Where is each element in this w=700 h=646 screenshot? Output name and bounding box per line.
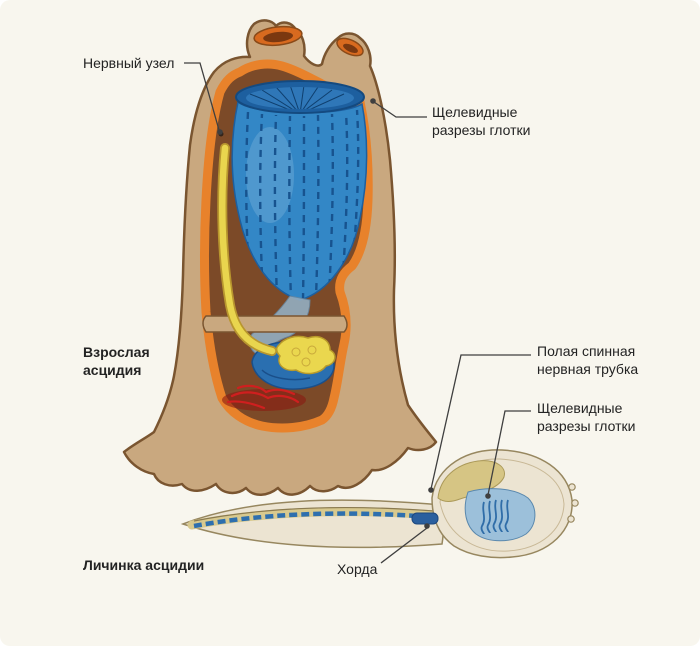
pharynx-highlight (246, 127, 294, 223)
gonad-texture (291, 345, 317, 367)
larva-gill-slits (480, 499, 509, 535)
label-nerve-ganglion: Нервный узел (83, 54, 174, 72)
label-ascidian-larva: Личинка асцидии (83, 556, 204, 574)
stomach-fold-line (261, 369, 311, 381)
label-dorsal-nerve-tube: Полая спинная нервная трубка (537, 342, 638, 378)
leader-dots (217, 98, 491, 529)
blood-pool (222, 389, 306, 411)
leader-lines (184, 62, 531, 564)
label-adult-ascidian: Взрослая асцидия (83, 343, 150, 379)
label-notochord: Хорда (337, 560, 377, 578)
label-larva-name-text: Личинка асцидии (83, 557, 205, 573)
trunk-papillae (567, 483, 579, 523)
label-nerve-tube-line2: нервная трубка (537, 361, 639, 377)
label-adult-slits-line1: Щелевидные (432, 104, 518, 120)
dot-nerve-ganglion (217, 129, 223, 135)
adult-ascidian-drawing (122, 19, 438, 496)
leader-adult-slits (373, 101, 427, 118)
label-nerve-ganglion-text: Нервный узел (83, 55, 175, 71)
leader-notochord (380, 527, 428, 564)
leader-nerve-ganglion (184, 62, 220, 131)
notochord (193, 511, 433, 529)
larva-drawing (180, 449, 579, 559)
larva-nerve-cord (193, 506, 435, 522)
label-larva-slits-line2: разрезы глотки (537, 418, 636, 434)
sensory-vesicle (437, 460, 505, 502)
label-adult-pharyngeal-slits: Щелевидные разрезы глотки (432, 103, 530, 139)
body-wall-shelf (202, 315, 348, 333)
incurrent-siphon-opening (253, 25, 303, 47)
label-adult-slits-line2: разрезы глотки (432, 122, 531, 138)
dot-adult-slits (370, 98, 376, 104)
gonad (275, 335, 336, 375)
pharynx-rim-fan-lines (249, 87, 345, 109)
label-notochord-text: Хорда (337, 561, 378, 577)
larva-gill-region (464, 488, 536, 542)
label-larva-slits-line1: Щелевидные (537, 400, 623, 416)
endostyle-tube (219, 144, 276, 355)
label-nerve-tube-line1: Полая спинная (537, 343, 636, 359)
dot-larva-slits (485, 493, 491, 499)
label-adult-name-line1: Взрослая (83, 344, 150, 360)
leader-larva-slits (487, 410, 531, 496)
dot-notochord (424, 523, 430, 529)
blood-vessels (226, 384, 300, 410)
leader-nerve-tube (430, 354, 531, 490)
label-larva-pharyngeal-slits: Щелевидные разрезы глотки (537, 399, 635, 435)
dot-nerve-tube (428, 487, 434, 493)
label-adult-name-line2: асцидия (83, 362, 142, 378)
excurrent-siphon-opening (336, 37, 364, 57)
notochord-tip (411, 512, 439, 525)
